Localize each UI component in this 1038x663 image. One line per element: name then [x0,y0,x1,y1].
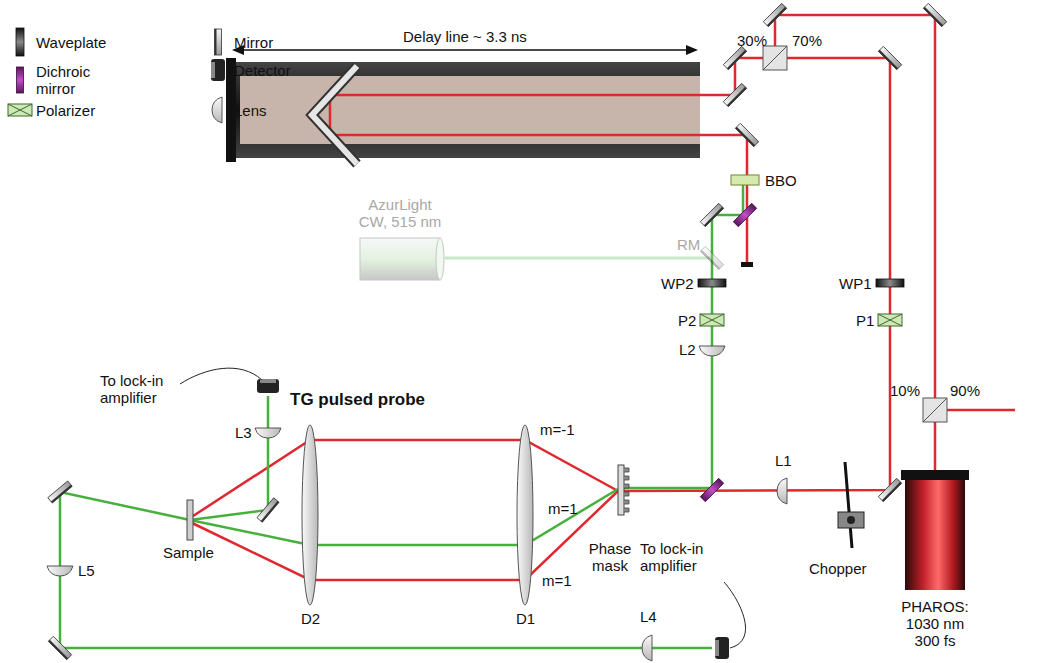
part-label: Chopper [809,560,867,577]
order-label: m=1 [542,572,572,589]
source-label: AzurLight CW, 515 nm [354,196,446,230]
cw-laser [360,238,712,280]
legend-symbols [8,28,225,123]
retroreflector [312,66,357,164]
legend-text: Dichroic mirror [36,63,90,97]
part-label: P1 [856,312,874,329]
part-label: L2 [679,341,696,358]
mirrors [48,3,947,659]
optics [47,279,904,661]
part-label: RM [677,236,700,253]
order-label: m=-1 [540,421,575,438]
ratio-label: 70% [792,32,822,49]
part-label: L1 [775,452,792,469]
ratio-label: 30% [737,32,767,49]
part-label: L5 [78,562,95,579]
order-label: m=1 [548,500,578,517]
part-label: L3 [235,424,252,441]
part-label: WP2 [661,275,694,292]
part-label: L4 [640,608,657,625]
signal-label: To lock-in amplifier [640,540,716,574]
part-label: P2 [678,312,696,329]
part-label: D1 [516,610,535,627]
legend-text: Detector [234,62,291,79]
legend-entry: Lens [234,102,267,119]
part-label: Phase mask [585,540,635,574]
legend-text: Polarizer [36,102,95,119]
ratio-label: 10% [890,382,920,399]
ratio-label: 90% [950,382,980,399]
signal-label: To lock-in amplifier [100,372,176,406]
chopper [838,462,864,548]
legend-entry: Detector [234,62,291,79]
detectors [180,368,746,659]
green-beams [60,182,743,648]
part-label: BBO [765,172,797,189]
section-title: TG pulsed probe [290,390,425,410]
legend-text: Mirror [234,34,273,51]
pulsed-laser [901,470,969,590]
legend-entry: Mirror [234,34,273,51]
legend-text: Lens [234,102,267,119]
delay-line [226,45,700,162]
legend-entry: Waveplate [36,34,106,51]
legend-entry: Dichroic mirror [36,63,106,97]
part-label: D2 [301,610,320,627]
source-label: PHAROS: 1030 nm 300 fs [896,598,974,649]
legend-text: Waveplate [36,34,106,51]
beam-splitters [763,46,947,422]
legend-entry: Polarizer [36,102,95,119]
part-label: Sample [163,544,214,561]
sample [187,500,193,540]
phase-mask [618,465,629,515]
dichroics [700,175,759,502]
dimension-label: Delay line ~ 3.3 ns [403,28,527,45]
part-label: WP1 [839,275,872,292]
